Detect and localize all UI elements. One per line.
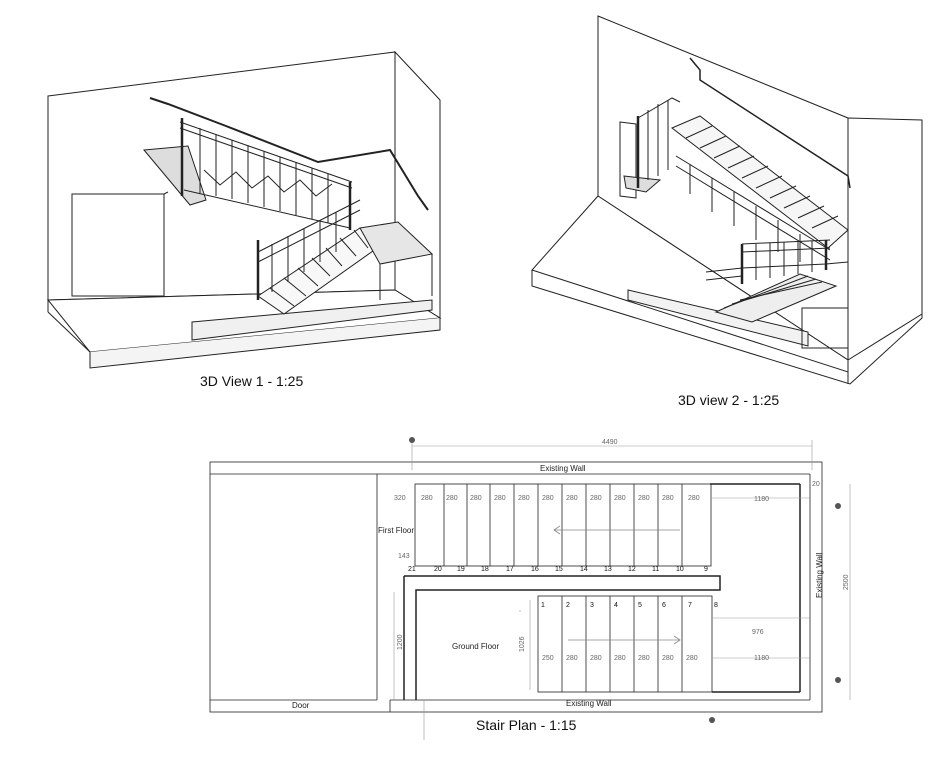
tread-dim: 280 — [614, 655, 626, 662]
step-number: 17 — [506, 566, 514, 573]
existing-wall-right-label: Existing Wall — [815, 552, 824, 598]
upper-flight-outline — [414, 483, 712, 567]
view1-right-wall — [394, 50, 441, 319]
tread-dim: 280 — [590, 495, 602, 502]
step-number: 14 — [580, 566, 588, 573]
tread-dim: 280 — [542, 495, 554, 502]
ground-floor-label: Ground Floor — [452, 642, 499, 651]
view2-wall-handrail — [689, 57, 851, 189]
dimension-lines — [393, 440, 851, 740]
step-number: 9 — [704, 566, 708, 573]
view1-wall-handrail — [149, 97, 429, 211]
existing-wall-bottom-label: Existing Wall — [566, 699, 612, 708]
upper-tread-lines — [443, 484, 683, 566]
tread-dim: 250 — [542, 655, 554, 662]
upper-tread-dims: 320 280 280 280 280 280 280 280 280 280 … — [394, 495, 700, 502]
tread-dim: 280 — [494, 495, 506, 502]
tread-dim: 280 — [446, 495, 458, 502]
step-number: 12 — [628, 566, 636, 573]
tread-dim: 280 — [662, 655, 674, 662]
tread-dim: 280 — [688, 495, 700, 502]
landing-mid-dim: 976 — [752, 629, 764, 636]
landing-depth-dim: 1026 — [519, 636, 526, 652]
step-number: 1 — [541, 602, 545, 609]
tread-dim: 280 — [566, 655, 578, 662]
tread-dim: 320 — [394, 495, 406, 502]
step-number: 6 — [662, 602, 666, 609]
tread-dim: 280 — [590, 655, 602, 662]
step-number: 10 — [676, 566, 684, 573]
side-dim: 1200 — [397, 634, 404, 650]
tread-dim: 280 — [518, 495, 530, 502]
step-number: 13 — [604, 566, 612, 573]
view1-caption: 3D View 1 - 1:25 — [200, 373, 303, 389]
step-number: 11 — [652, 566, 659, 573]
step-number: 16 — [531, 566, 539, 573]
landing-top-dim: 1180 — [754, 496, 769, 503]
tread-dim: 280 — [614, 495, 626, 502]
stair-plan — [209, 437, 851, 740]
overall-width-dim: 4490 — [602, 439, 618, 446]
step-number: 4 — [614, 602, 618, 609]
door-label: Door — [292, 701, 310, 710]
tread-dim: 280 — [638, 495, 650, 502]
lower-step-numbers: 1 2 3 4 5 6 7 8 — [541, 602, 718, 609]
step-number: 5 — [638, 602, 642, 609]
first-floor-label: First Floor — [378, 526, 414, 535]
step-number: 2 — [566, 602, 570, 609]
tread-dim: 280 — [686, 655, 698, 662]
view1-lower-flight — [256, 199, 381, 315]
view2-upper-flight — [671, 115, 849, 262]
view1-upper-landing — [143, 145, 207, 206]
lower-flight-outline — [537, 595, 713, 693]
tread-dim: 280 — [566, 495, 578, 502]
tread-dim: 280 — [638, 655, 650, 662]
plan-caption: Stair Plan - 1:15 — [476, 717, 577, 733]
existing-wall-top-label: Existing Wall — [540, 464, 586, 473]
plan-outer-wall — [209, 461, 823, 713]
step-number: 21 — [408, 566, 416, 573]
step-number: 7 — [688, 602, 692, 609]
view2-lower-flight — [705, 239, 849, 323]
lower-tread-lines — [561, 596, 683, 692]
small-dim-b: 20 — [812, 481, 820, 488]
landing-bottom-dim: 1180 — [754, 655, 769, 662]
view2-upper-railing — [636, 97, 681, 188]
upper-step-numbers: 21 20 19 18 17 16 15 14 13 12 11 10 9 — [408, 566, 708, 573]
3d-view-1 — [46, 50, 442, 369]
view2-caption: 3D view 2 - 1:25 — [678, 392, 779, 408]
view1-door — [71, 193, 165, 297]
step-number: 8 — [714, 602, 718, 609]
tread-dim: 280 — [470, 495, 482, 502]
step-number: 19 — [457, 566, 465, 573]
small-dim-a: 143 — [398, 553, 410, 560]
view2-right-wall — [847, 117, 923, 361]
3d-view-2 — [531, 15, 923, 385]
step-number: 18 — [481, 566, 489, 573]
tread-dim: 280 — [662, 495, 674, 502]
view1-upper-railing — [179, 118, 353, 230]
step-number: 3 — [590, 602, 594, 609]
step-number: 15 — [555, 566, 563, 573]
view2-door — [619, 121, 637, 199]
lower-tread-dims: 250 280 280 280 280 280 280 — [542, 655, 698, 662]
step-number: 20 — [434, 566, 442, 573]
tread-dim: 280 — [421, 495, 433, 502]
right-depth-dim: 2500 — [843, 574, 850, 590]
